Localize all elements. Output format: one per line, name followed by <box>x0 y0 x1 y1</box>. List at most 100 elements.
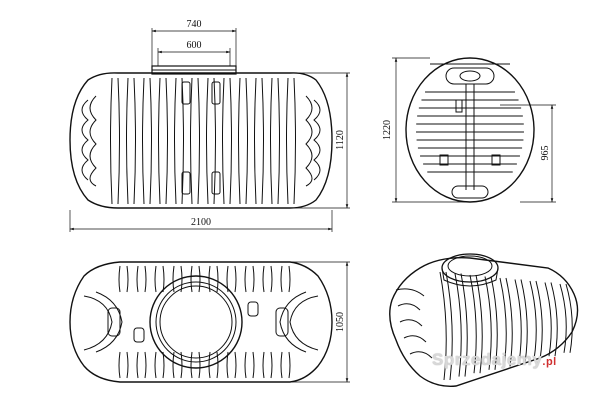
iso-rib <box>445 271 453 381</box>
side-rib <box>181 77 184 205</box>
side-rib <box>261 77 264 205</box>
iso-rib <box>559 283 567 353</box>
top-rib <box>190 351 193 379</box>
top-view-dimensions: 1050 <box>292 261 350 383</box>
side-rib <box>110 77 113 205</box>
top-rib <box>226 265 229 293</box>
top-rib <box>154 265 157 293</box>
top-rib <box>136 265 139 293</box>
side-rib <box>206 77 209 205</box>
iso-rib <box>520 279 528 364</box>
iso-rib <box>565 283 573 353</box>
top-rib <box>234 265 237 293</box>
top-rib <box>198 351 201 379</box>
side-rib <box>277 77 280 205</box>
top-rib <box>262 265 265 293</box>
side-rib <box>238 77 241 205</box>
side-rib <box>245 77 248 205</box>
iso-rib <box>460 273 468 377</box>
iso-rib <box>439 271 447 381</box>
top-rib <box>252 265 255 293</box>
top-rib <box>216 351 219 379</box>
top-rib <box>162 265 165 293</box>
dim-top-outer: 740 <box>187 19 202 30</box>
iso-rib <box>454 273 462 377</box>
iso-rib <box>529 280 537 360</box>
top-rib <box>180 265 183 293</box>
isometric-view <box>389 253 579 387</box>
watermark-suffix: .pl <box>542 356 557 368</box>
top-rib <box>216 265 219 293</box>
front-view-dimensions: 1220 965 <box>382 57 556 203</box>
top-rib <box>208 265 211 293</box>
top-rib <box>118 351 121 379</box>
top-view <box>69 261 333 383</box>
side-rib <box>165 77 168 205</box>
side-rib <box>293 77 296 205</box>
top-rib <box>118 265 121 293</box>
top-rib <box>198 265 201 293</box>
iso-rib <box>469 274 477 374</box>
top-rib <box>126 265 129 293</box>
side-rib <box>222 77 225 205</box>
side-rib <box>126 77 129 205</box>
top-rib <box>270 265 273 293</box>
side-rib <box>286 77 289 205</box>
top-rib <box>226 351 229 379</box>
iso-rib <box>505 277 513 367</box>
top-rib <box>288 265 291 293</box>
dim-height-front-partial: 965 <box>540 146 551 161</box>
top-rib <box>280 265 283 293</box>
dim-height-front: 1220 <box>382 120 393 140</box>
top-rib <box>252 351 255 379</box>
top-rib <box>190 265 193 293</box>
side-rib <box>117 77 120 205</box>
top-rib <box>144 265 147 293</box>
side-rib <box>133 77 136 205</box>
iso-rib <box>535 280 543 360</box>
top-rib <box>288 351 291 379</box>
top-rib <box>280 351 283 379</box>
top-rib <box>154 351 157 379</box>
top-rib <box>208 351 211 379</box>
top-rib <box>126 351 129 379</box>
iso-rib <box>514 279 522 364</box>
watermark: Sprzedajemy.pl <box>432 350 597 376</box>
iso-rib <box>490 276 498 370</box>
dim-height-end: 1050 <box>335 312 346 332</box>
front-view <box>405 57 535 203</box>
top-rib <box>270 351 273 379</box>
side-rib <box>158 77 161 205</box>
top-rib <box>172 351 175 379</box>
iso-rib <box>499 277 507 367</box>
side-view-dimensions: 740 600 2100 1120 <box>69 19 350 232</box>
side-rib <box>197 77 200 205</box>
top-rib <box>244 265 247 293</box>
side-rib <box>270 77 273 205</box>
iso-rib <box>550 282 558 357</box>
side-rib <box>229 77 232 205</box>
side-rib <box>174 77 177 205</box>
dim-height-side: 1120 <box>335 130 346 150</box>
iso-rib <box>484 276 492 370</box>
top-rib <box>262 351 265 379</box>
top-rib <box>244 351 247 379</box>
top-rib <box>234 351 237 379</box>
side-rib <box>254 77 257 205</box>
side-rib <box>149 77 152 205</box>
iso-rib <box>544 282 552 357</box>
side-view <box>69 65 333 209</box>
top-rib <box>172 265 175 293</box>
top-rib <box>136 351 139 379</box>
dim-top-inner: 600 <box>187 40 202 51</box>
watermark-text: Sprzedajemy <box>432 350 543 369</box>
top-rib <box>144 351 147 379</box>
iso-rib <box>475 274 483 374</box>
side-rib <box>213 77 216 205</box>
side-rib <box>190 77 193 205</box>
side-rib <box>142 77 145 205</box>
dim-length: 2100 <box>191 217 211 228</box>
top-rib <box>162 351 165 379</box>
